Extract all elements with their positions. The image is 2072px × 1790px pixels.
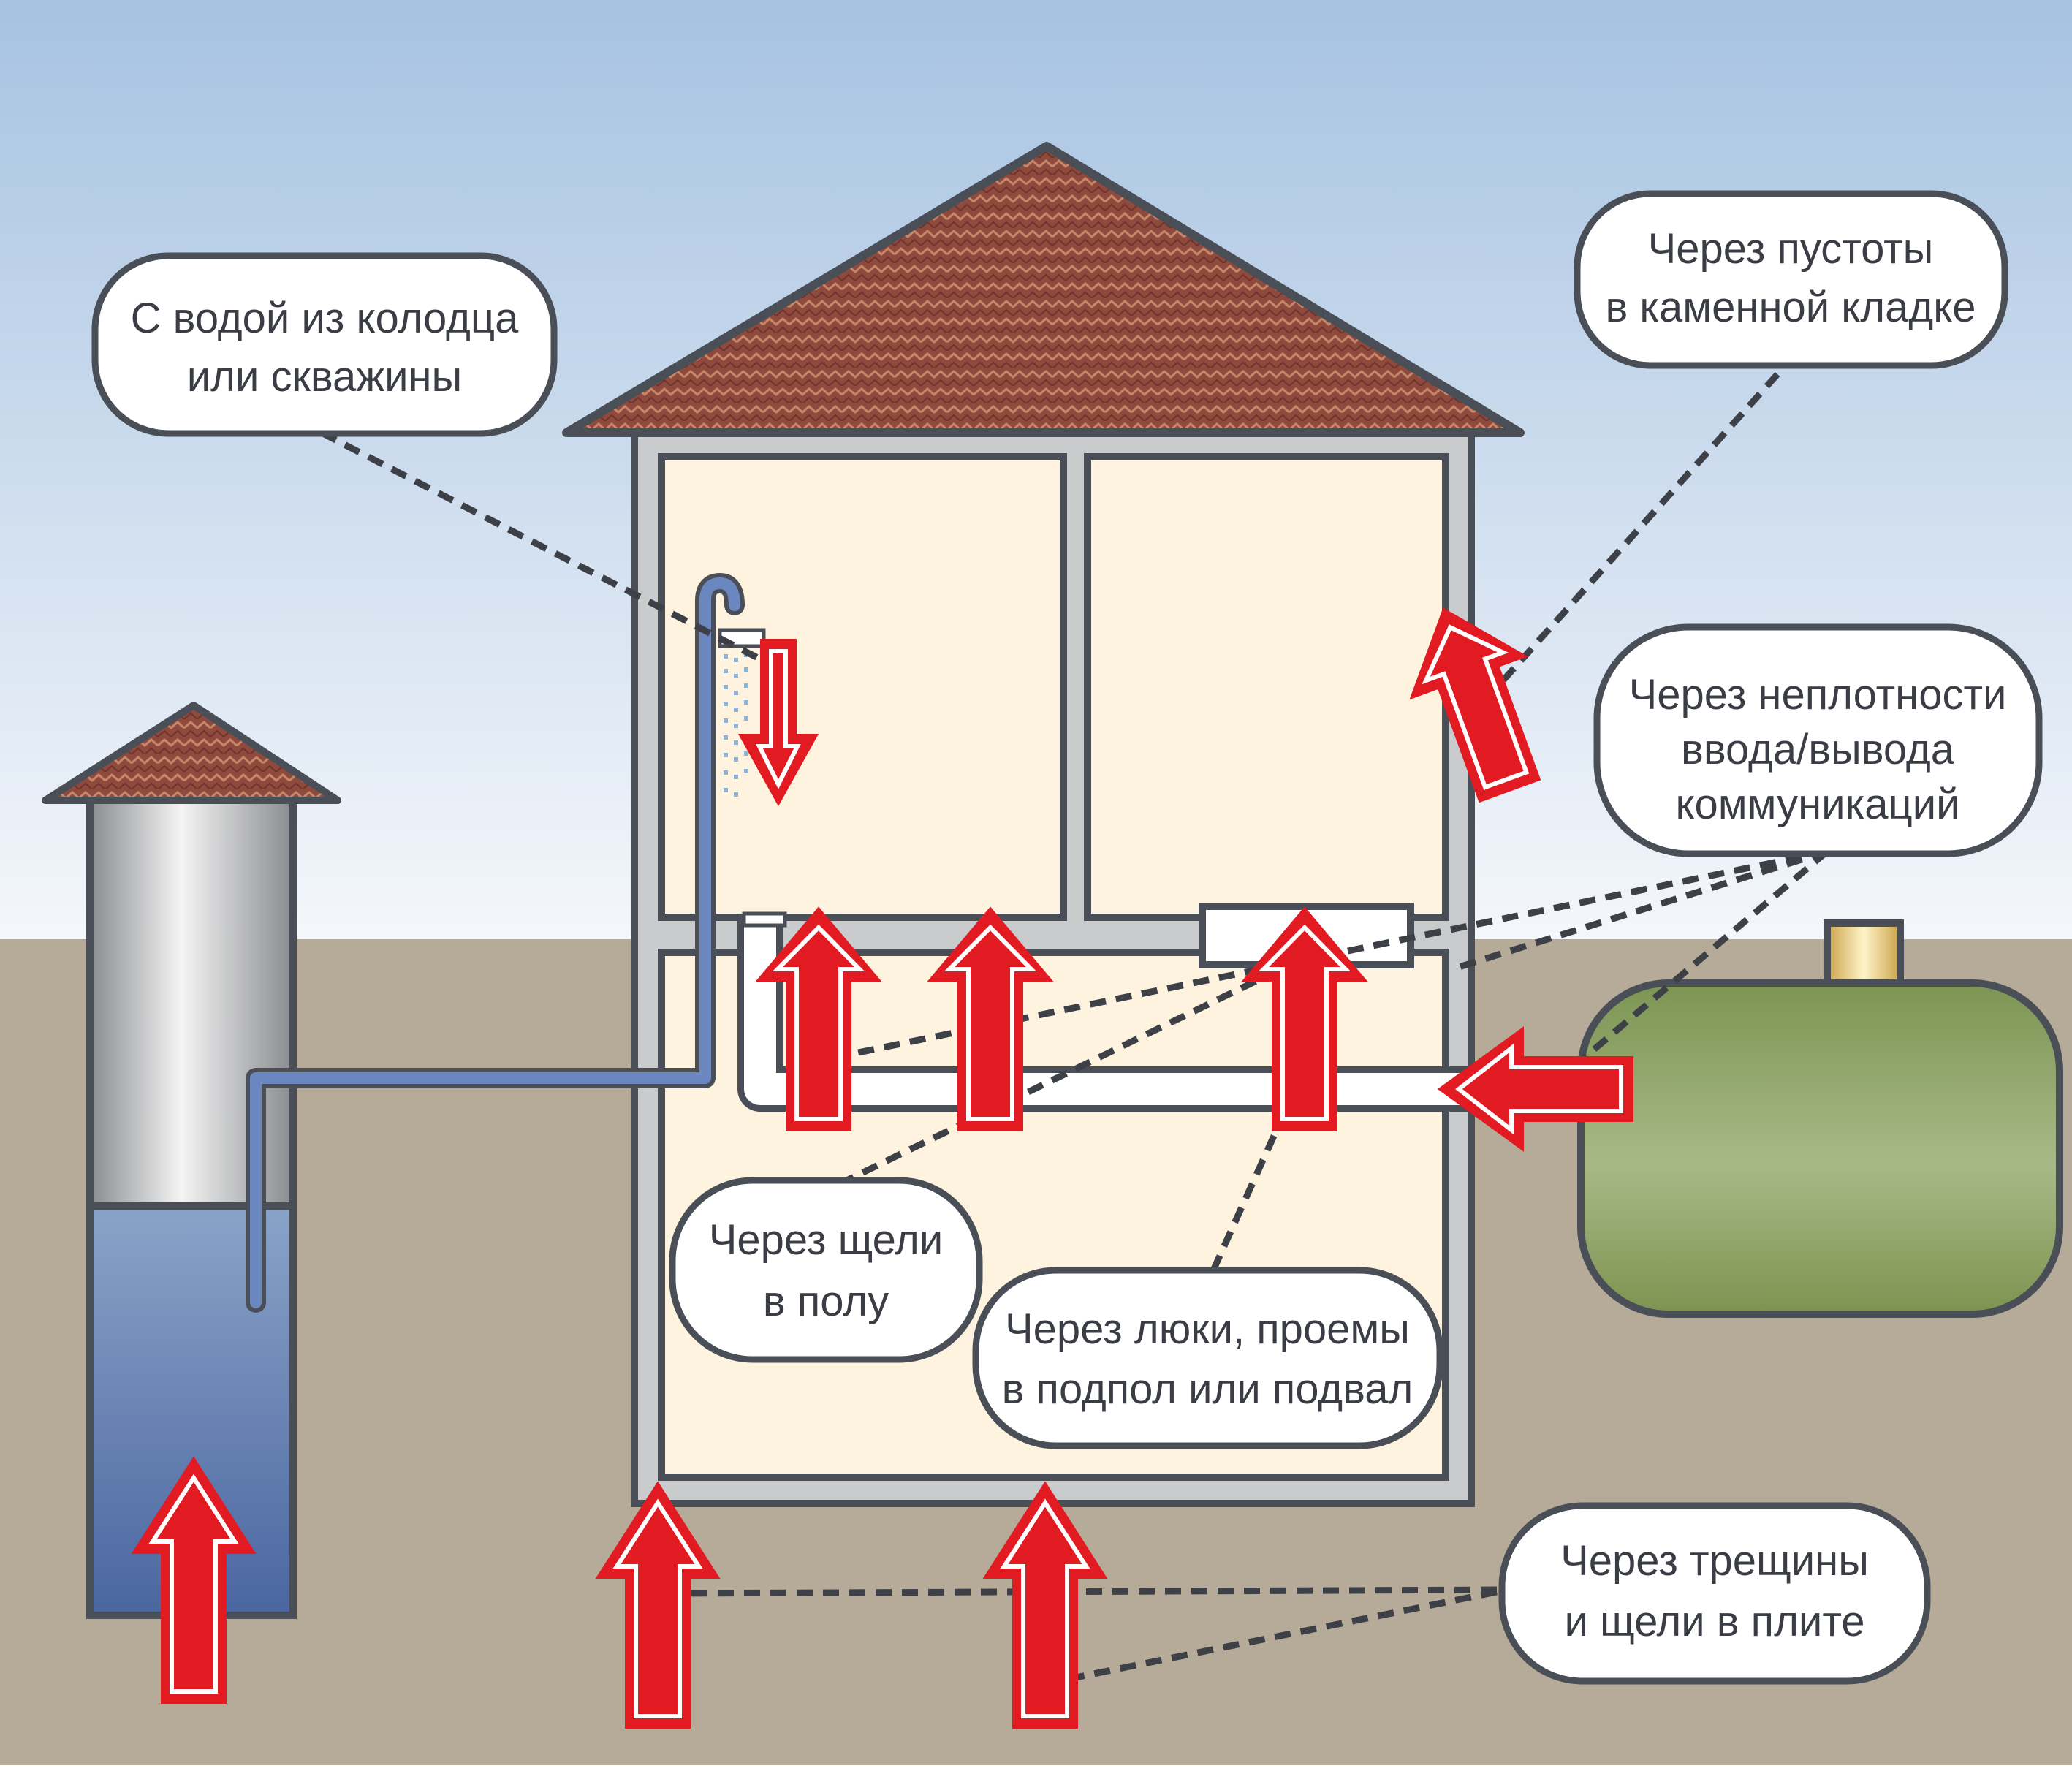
callout-floor-gaps-line1: Через щели — [709, 1216, 944, 1264]
callout-well-water-line2: или скважины — [187, 353, 462, 401]
septic-tank — [1577, 919, 2063, 1318]
callout-well-water: С водой из колодца или скважины — [91, 252, 558, 437]
callout-utility-leaks-line1: Через неплотности — [1629, 671, 2007, 718]
callout-utility-leaks-line3: коммуникаций — [1675, 781, 1959, 828]
red-upward-arrow — [1241, 906, 1368, 1131]
room-upper-left — [658, 453, 1067, 921]
callout-well-water-line1: С водой из колодца — [131, 295, 519, 342]
callout-slab-cracks-line1: Через трещины — [1560, 1537, 1869, 1585]
callout-masonry-voids-line1: Через пустоты — [1648, 225, 1934, 273]
callout-utility-leaks: Через неплотности ввода/вывода коммуника… — [1593, 623, 2043, 857]
radon-arrows — [131, 607, 1633, 1729]
callout-slab-cracks: Через трещины и щели в плите — [1498, 1502, 1931, 1685]
utility-pipe — [737, 911, 1487, 1112]
bottom-margin — [0, 1765, 2072, 1790]
callout-masonry-voids-line2: в каменной кладке — [1605, 284, 1976, 331]
house-roof — [562, 142, 1525, 437]
callout-floor-gaps-line2: в полу — [763, 1278, 889, 1325]
callout-utility-leaks-line2: ввода/вывода — [1681, 726, 1955, 773]
well-roof — [42, 702, 341, 804]
callout-masonry-voids: Через пустоты в каменной кладке — [1574, 190, 2008, 369]
callout-hatches-line1: Через люки, проемы — [1005, 1305, 1410, 1353]
red-upward-arrow — [927, 906, 1054, 1131]
red-upward-arrow — [737, 639, 819, 807]
red-upward-arrow — [1437, 1026, 1633, 1152]
room-upper-right — [1084, 453, 1449, 921]
red-upward-arrow — [755, 906, 882, 1131]
callout-hatches-line2: в подпол или подвал — [1002, 1365, 1413, 1413]
callout-hatches: Через люки, проемы в подпол или подвал — [972, 1267, 1443, 1449]
callout-slab-cracks-line2: и щели в плите — [1564, 1598, 1864, 1645]
red-upward-arrow — [1409, 607, 1541, 803]
red-upward-arrow — [595, 1481, 721, 1729]
red-upward-arrow — [982, 1481, 1108, 1729]
red-upward-arrow — [131, 1456, 257, 1704]
callout-floor-gaps: Через щели в полу — [669, 1177, 983, 1363]
